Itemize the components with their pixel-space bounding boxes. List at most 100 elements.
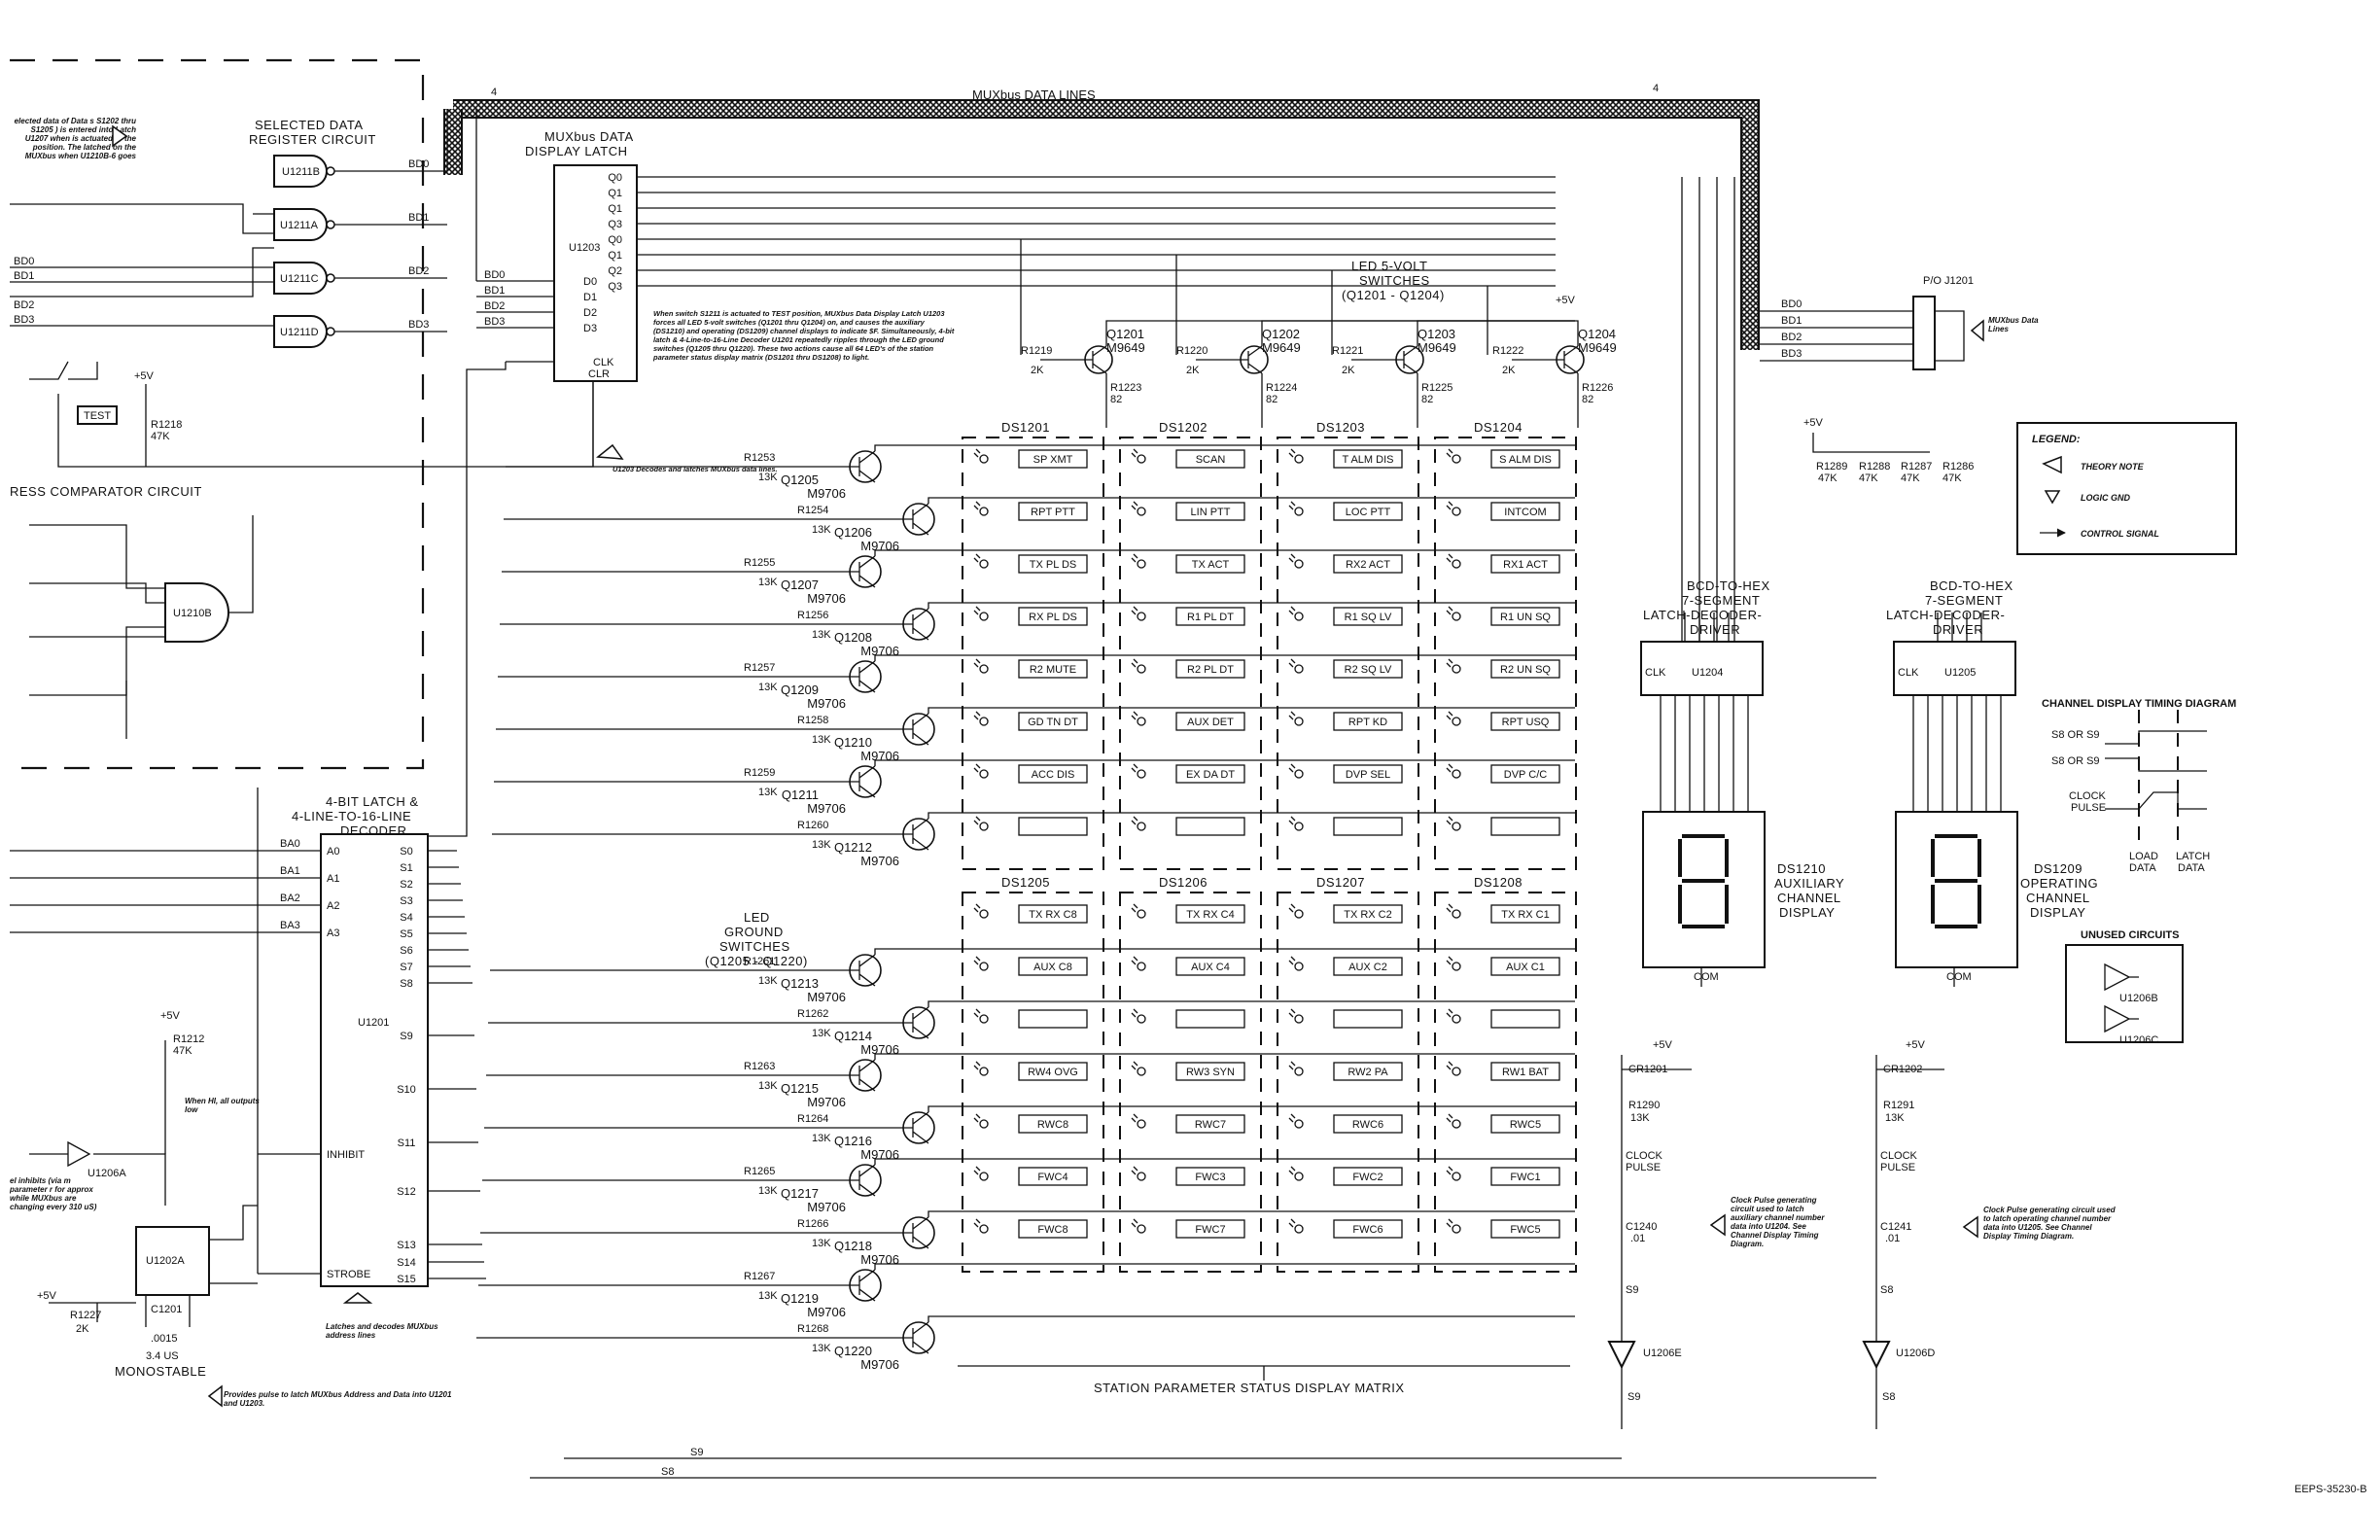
- svg-text:R1 PL DT: R1 PL DT: [1187, 612, 1234, 623]
- svg-text:DS1202: DS1202: [1159, 420, 1208, 435]
- svg-text:Q1206: Q1206: [834, 525, 872, 540]
- clock-op-note: Clock Pulse generating circuit used to l…: [1983, 1206, 2116, 1241]
- svg-text:S ALM DIS: S ALM DIS: [1499, 454, 1552, 466]
- svg-text:R1226: R1226: [1582, 382, 1613, 394]
- svg-text:BD3: BD3: [484, 316, 505, 328]
- svg-text:R1255: R1255: [744, 557, 775, 569]
- monostable-label: MONOSTABLE: [115, 1364, 206, 1379]
- svg-text:S9: S9: [1628, 1391, 1640, 1403]
- svg-text:AUX C1: AUX C1: [1506, 962, 1545, 973]
- svg-text:R1212: R1212: [173, 1033, 204, 1045]
- svg-text:TX RX C4: TX RX C4: [1186, 909, 1235, 921]
- svg-text:13K: 13K: [758, 682, 778, 693]
- svg-text:Q1207: Q1207: [781, 578, 819, 592]
- svg-text:Q1219: Q1219: [781, 1291, 819, 1306]
- svg-text:+5V: +5V: [1556, 295, 1576, 306]
- svg-text:RW1 BAT: RW1 BAT: [1502, 1067, 1549, 1078]
- svg-text:M9706: M9706: [807, 1305, 846, 1319]
- svg-text:M9706: M9706: [860, 1252, 899, 1267]
- svg-text:R1290: R1290: [1628, 1100, 1660, 1111]
- svg-text:2K: 2K: [1186, 365, 1200, 376]
- svg-text:M9706: M9706: [860, 1042, 899, 1057]
- ic-u1203: [553, 164, 638, 382]
- svg-text:Q1205: Q1205: [781, 472, 819, 487]
- svg-text:Q0: Q0: [608, 172, 622, 184]
- svg-text:U1205: U1205: [1944, 667, 1976, 679]
- svg-text:BA2: BA2: [280, 892, 300, 904]
- svg-text:+5V: +5V: [160, 1010, 181, 1022]
- svg-text:R1287: R1287: [1901, 461, 1932, 472]
- svg-text:R2 UN SQ: R2 UN SQ: [1500, 664, 1551, 676]
- svg-text:Q1209: Q1209: [781, 682, 819, 697]
- svg-text:Q1204: Q1204: [1578, 327, 1616, 341]
- svg-text:A3: A3: [327, 928, 339, 939]
- svg-text:Q2: Q2: [608, 265, 622, 277]
- svg-text:R1220: R1220: [1176, 345, 1208, 357]
- latches-note: Latches and decodes MUXbus address lines: [326, 1322, 438, 1340]
- svg-text:47K: 47K: [173, 1045, 192, 1057]
- svg-text:2K: 2K: [76, 1323, 89, 1335]
- svg-text:R1267: R1267: [744, 1271, 775, 1282]
- svg-text:U1206E: U1206E: [1643, 1348, 1682, 1359]
- svg-text:FWC2: FWC2: [1352, 1172, 1382, 1183]
- svg-text:RX1 ACT: RX1 ACT: [1503, 559, 1548, 571]
- svg-text:M9706: M9706: [860, 854, 899, 868]
- u1203-note: U1203 Decodes and latches MUXbus data li…: [612, 465, 778, 473]
- svg-text:DS1207: DS1207: [1316, 875, 1365, 890]
- svg-text:BA1: BA1: [280, 865, 300, 877]
- svg-text:R1218: R1218: [151, 419, 182, 431]
- svg-text:U1211C: U1211C: [280, 273, 319, 285]
- svg-text:AUX C8: AUX C8: [1033, 962, 1072, 973]
- svg-text:RPT PTT: RPT PTT: [1031, 507, 1075, 518]
- svg-text:13K: 13K: [812, 1238, 831, 1249]
- svg-text:CR1201: CR1201: [1628, 1064, 1667, 1075]
- svg-text:M9706: M9706: [807, 1200, 846, 1214]
- svg-text:13K: 13K: [758, 577, 778, 588]
- drawing-number: EEPS-35230-B: [2294, 1484, 2367, 1495]
- svg-text:Q1201: Q1201: [1106, 327, 1144, 341]
- svg-text:S11: S11: [398, 1138, 416, 1149]
- svg-text:Q1211: Q1211: [782, 788, 819, 802]
- svg-text:U1206A: U1206A: [88, 1168, 126, 1179]
- svg-text:BD2: BD2: [1781, 332, 1802, 343]
- svg-text:DS1203: DS1203: [1316, 420, 1365, 435]
- svg-text:M9649: M9649: [1106, 340, 1145, 355]
- logic-gnd-icon: [2044, 490, 2061, 505]
- svg-text:AUX C4: AUX C4: [1191, 962, 1230, 973]
- svg-text:RPT USQ: RPT USQ: [1502, 717, 1550, 728]
- svg-text:DS1206: DS1206: [1159, 875, 1208, 890]
- svg-text:13K: 13K: [758, 472, 778, 483]
- svg-text:R2 MUTE: R2 MUTE: [1030, 664, 1076, 676]
- svg-text:R2 PL DT: R2 PL DT: [1187, 664, 1234, 676]
- svg-text:RWC6: RWC6: [1352, 1119, 1383, 1131]
- svg-text:BA0: BA0: [280, 838, 300, 850]
- svg-text:AUX C2: AUX C2: [1348, 962, 1387, 973]
- svg-text:DS1208: DS1208: [1474, 875, 1522, 890]
- svg-text:BD0: BD0: [14, 256, 34, 267]
- svg-text:Q1217: Q1217: [781, 1186, 819, 1201]
- svg-text:Q1: Q1: [608, 188, 622, 199]
- comparator-title: RESS COMPARATOR CIRCUIT: [10, 484, 202, 499]
- svg-text:M9706: M9706: [860, 1357, 899, 1372]
- svg-text:TX ACT: TX ACT: [1192, 559, 1230, 571]
- svg-text:BD3: BD3: [408, 319, 429, 331]
- svg-text:U1211D: U1211D: [280, 327, 319, 338]
- svg-text:COM: COM: [1694, 971, 1719, 983]
- svg-text:2K: 2K: [1342, 365, 1355, 376]
- svg-text:U1206D: U1206D: [1896, 1348, 1935, 1359]
- pulse-note: Provides pulse to latch MUXbus Address a…: [224, 1390, 452, 1408]
- ic-u1202a: [135, 1226, 210, 1296]
- svg-text:TX RX C2: TX RX C2: [1344, 909, 1392, 921]
- svg-text:U1206B: U1206B: [2119, 993, 2158, 1004]
- svg-text:4: 4: [491, 87, 497, 98]
- svg-text:Q1216: Q1216: [834, 1134, 872, 1148]
- svg-text:47K: 47K: [1818, 472, 1838, 484]
